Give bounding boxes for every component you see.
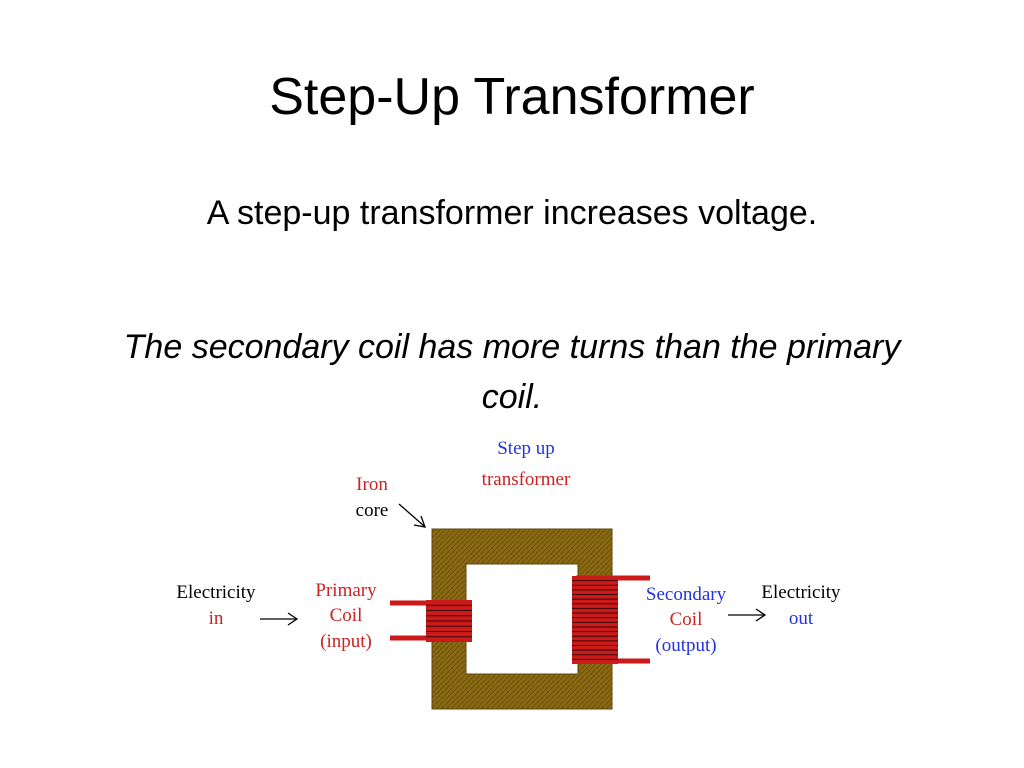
primary-coil-label-line3: (input) (320, 631, 372, 652)
primary-coil-turns (426, 604, 472, 638)
primary-coil-label-line2: Coil (330, 605, 363, 626)
slide-subtitle: A step-up transformer increases voltage. (206, 194, 818, 232)
iron-core-label-line1: Iron (356, 474, 388, 495)
primary-coil-label-line1: Primary (315, 580, 377, 601)
secondary-coil-label-line1: Secondary (646, 584, 727, 605)
electricity-out-label-line2: out (789, 608, 814, 629)
diagram-heading-line2: transformer (482, 469, 571, 490)
electricity-out-label-line1: Electricity (761, 582, 841, 603)
electricity-in-label-line2: in (209, 608, 224, 629)
diagram-heading-line1: Step up (497, 438, 555, 459)
iron-core-arrow (398, 503, 426, 528)
electricity-out-arrow (728, 608, 767, 622)
slide-note: The secondary coil has more turns than t… (123, 328, 901, 416)
electricity-in-label-line1: Electricity (176, 582, 256, 603)
electricity-in-arrow (260, 612, 299, 626)
secondary-coil-label-line2: Coil (670, 609, 703, 630)
secondary-coil (572, 576, 618, 664)
secondary-coil-turns (572, 580, 618, 660)
secondary-coil-label-line3: (output) (655, 635, 716, 656)
slide-title: Step-Up Transformer (269, 68, 755, 126)
iron-core-label-line2: core (356, 500, 389, 521)
